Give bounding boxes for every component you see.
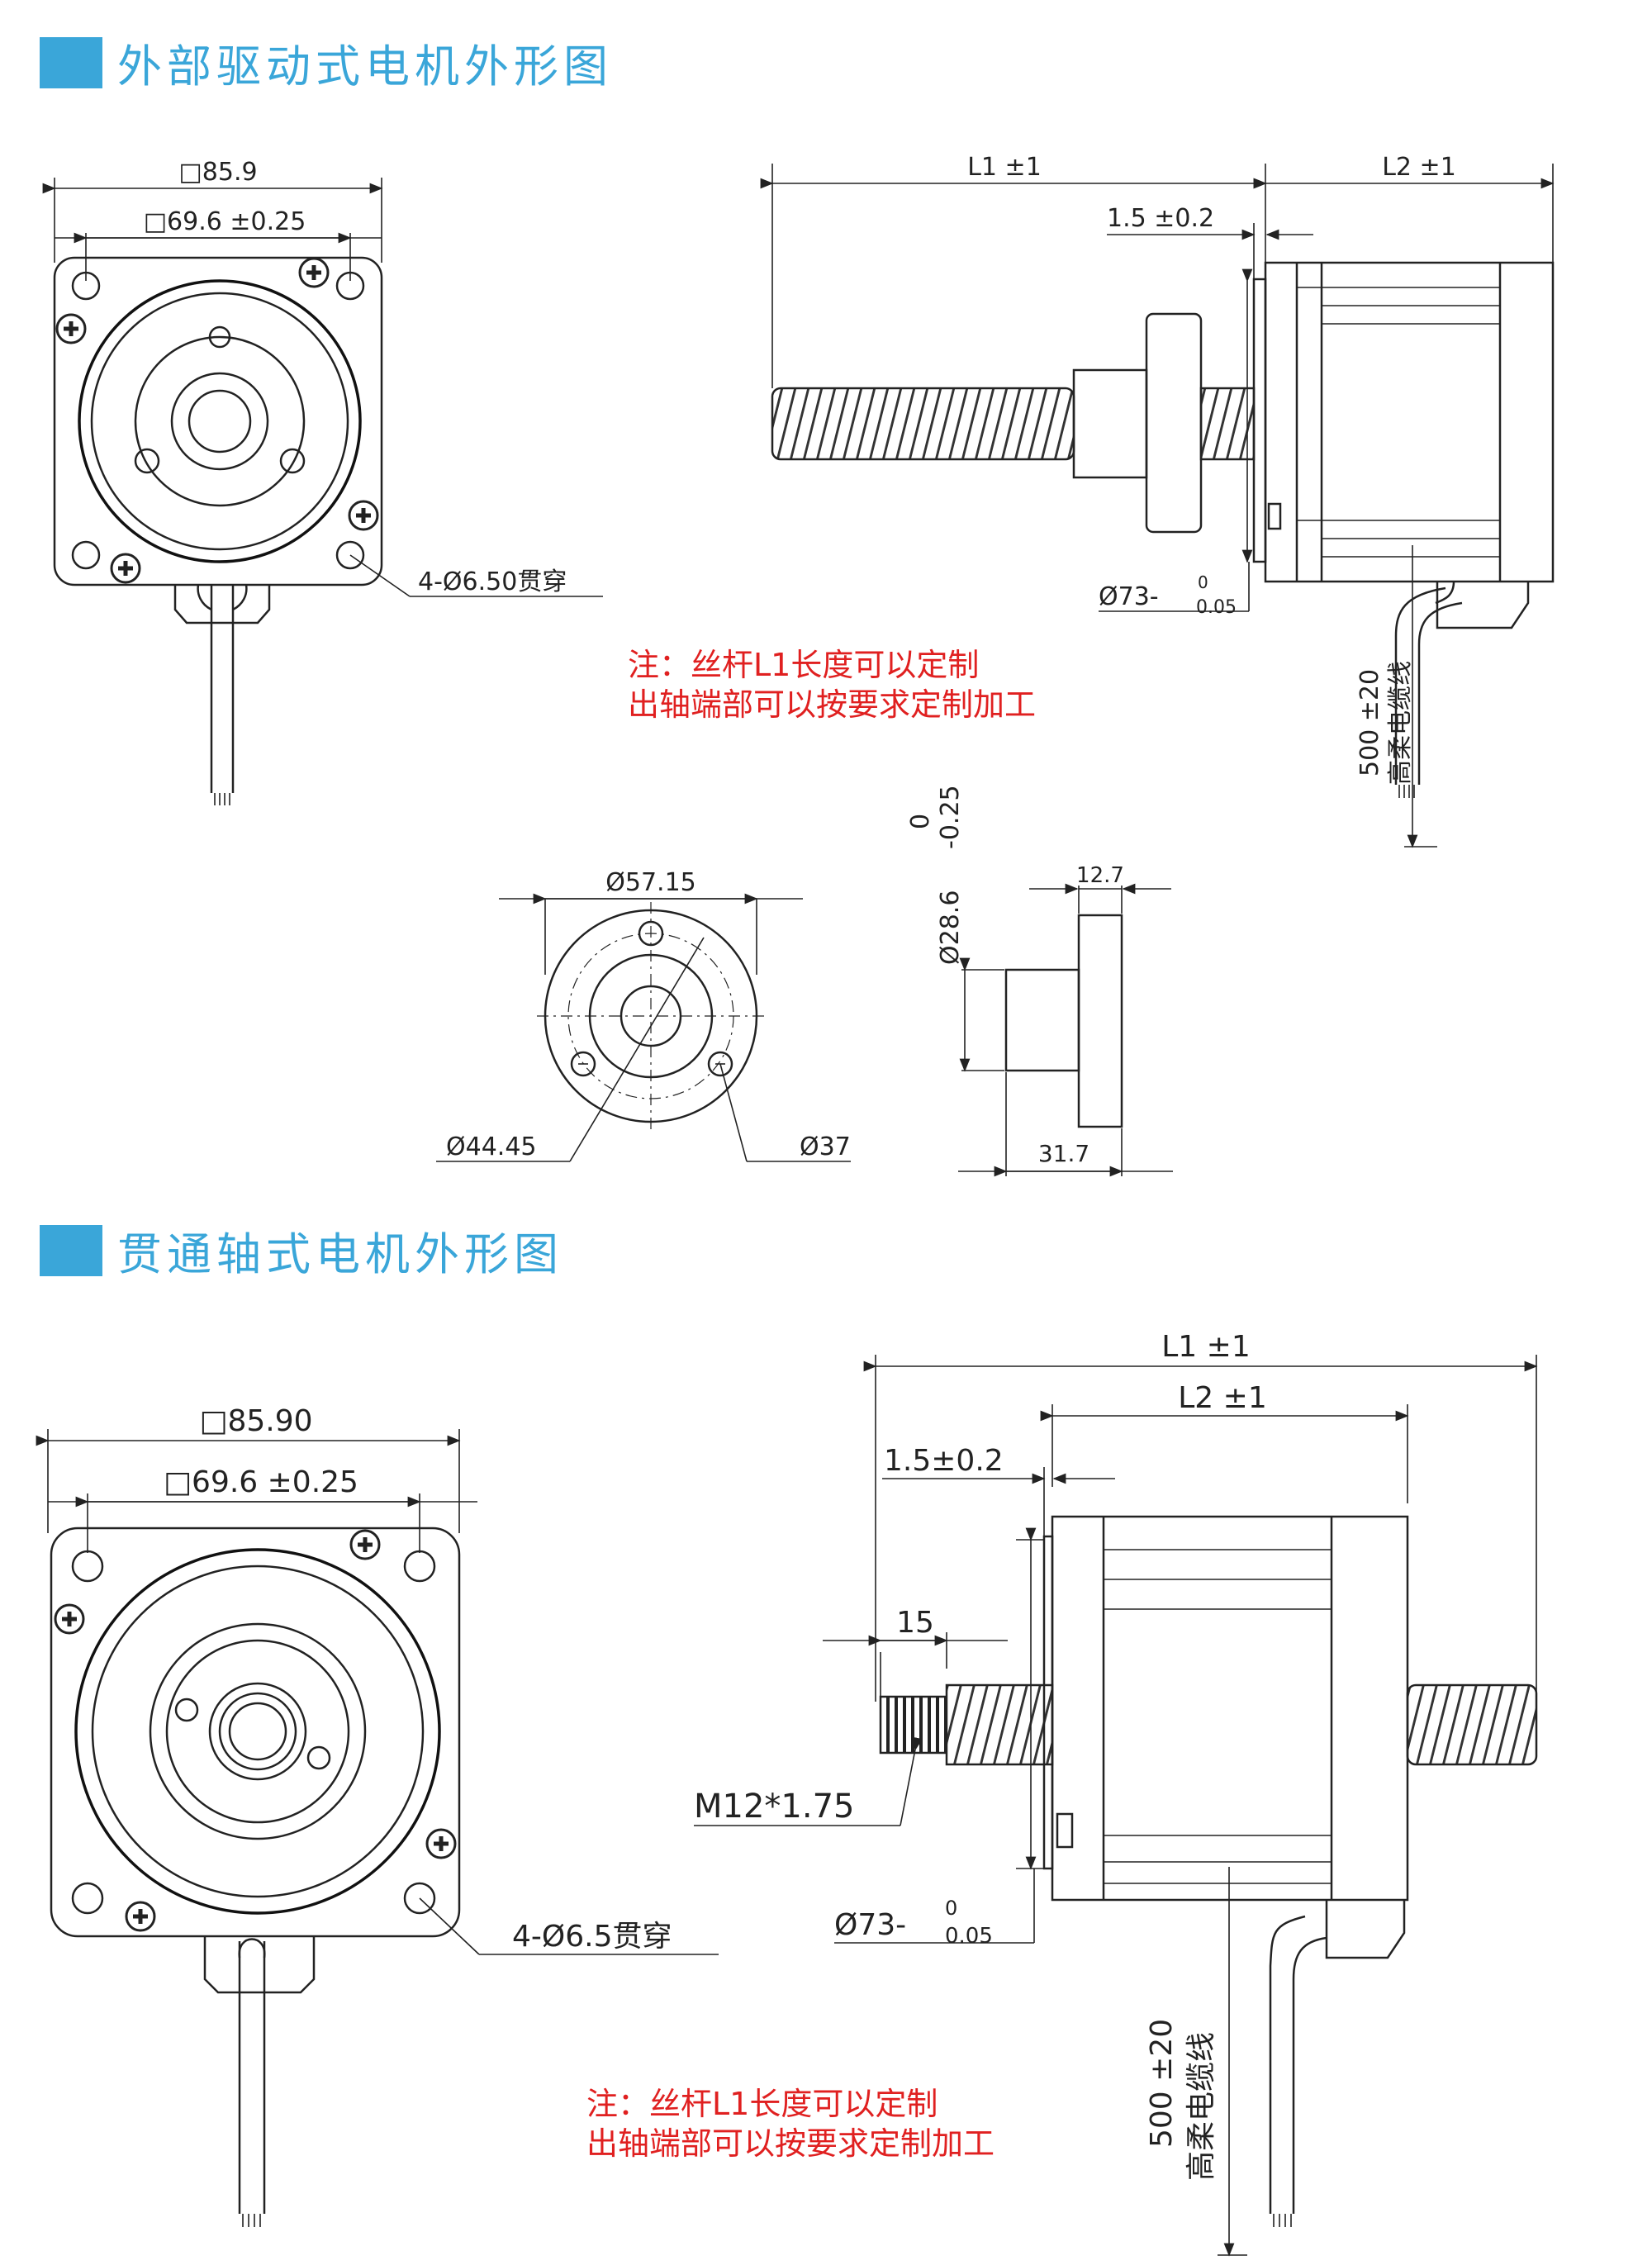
s1-pilot-tol-lower: 0.05 bbox=[1196, 597, 1237, 618]
s2-front-view: □85.90 □69.6 ±0.25 4-Ø6.5贯穿 bbox=[36, 1404, 719, 2227]
screw-icon bbox=[57, 315, 85, 343]
s1-motor-body bbox=[53, 256, 383, 586]
s2-thread-spec: M12*1.75 bbox=[694, 1788, 854, 1826]
s1-cable-desc: 高柔电缆线 bbox=[1386, 661, 1415, 785]
s2-lead-screw-front bbox=[945, 1683, 1054, 1766]
s1-nut-side-view: Ø28.6 0 -0.25 12.7 31.7 bbox=[906, 785, 1173, 1177]
s1-gap-dim: 1.5 ±0.2 bbox=[1107, 204, 1214, 233]
screw-icon bbox=[126, 1902, 154, 1930]
section1-title: 外部驱动式电机外形图 bbox=[117, 40, 613, 93]
s1-mount-hole bbox=[71, 271, 101, 301]
s1-front-view: □85.9 □69.6 ±0.25 4-Ø6.50 bbox=[42, 158, 603, 805]
s2-motor-body bbox=[50, 1527, 461, 1938]
s2-mount-hole bbox=[71, 1882, 104, 1915]
s2-l2-dim: L2 ±1 bbox=[1178, 1381, 1266, 1415]
s1-l2-dim: L2 ±1 bbox=[1382, 153, 1456, 182]
s1-mount-hole bbox=[335, 271, 365, 301]
section2-title: 贯通轴式电机外形图 bbox=[117, 1228, 563, 1280]
s1-hole-pitch-dim: □69.6 ±0.25 bbox=[144, 207, 306, 236]
s2-gap-dim: 1.5±0.2 bbox=[884, 1444, 1004, 1478]
nut-pcd-dia: Ø44.45 bbox=[446, 1132, 537, 1161]
s1-pilot-tol-upper: 0 bbox=[1198, 572, 1208, 592]
s2-pilot-tol-lower: 0.05 bbox=[945, 1924, 993, 1949]
nut-side-body bbox=[1004, 968, 1080, 1072]
s2-pilot-tol-upper: 0 bbox=[945, 1897, 957, 1920]
s2-mount-hole bbox=[403, 1882, 436, 1915]
section2-marker bbox=[40, 1224, 102, 1276]
s1-motor-side bbox=[1264, 261, 1555, 583]
s2-hole-pitch-dim: □69.6 ±0.25 bbox=[164, 1465, 358, 1499]
s2-outer-dim: □85.90 bbox=[199, 1404, 312, 1438]
s1-side-view: L1 ±1 L2 ±1 1.5 ±0.2 Ø73- 0 0.05 bbox=[760, 153, 1555, 848]
s2-thread-end bbox=[879, 1695, 948, 1755]
nut-side-tol-lower: -0.25 bbox=[936, 785, 965, 849]
s1-lead-screw bbox=[771, 387, 1075, 461]
nut-inner-dia: Ø37 bbox=[800, 1132, 851, 1161]
screw-icon bbox=[351, 1531, 379, 1559]
s1-holes-note: 4-Ø6.50贯穿 bbox=[418, 567, 567, 596]
s1-l1-dim: L1 ±1 bbox=[967, 153, 1042, 182]
s2-holes-note: 4-Ø6.5贯穿 bbox=[512, 1920, 672, 1954]
section1-marker bbox=[40, 36, 102, 88]
s2-cable-len: 500 ±20 bbox=[1145, 2019, 1179, 2148]
s1-mount-hole bbox=[335, 540, 365, 570]
screw-icon bbox=[55, 1605, 83, 1633]
s2-lead-screw-rear bbox=[1406, 1683, 1538, 1766]
s1-cable-len: 500 ±20 bbox=[1355, 669, 1384, 776]
s1-mount-hole bbox=[71, 540, 101, 570]
s2-side-view: L1 ±1 L2 ±1 1.5±0.2 15 M12*1.75 bbox=[694, 1330, 1538, 2257]
s1-note-line2: 出轴端部可以按要求定制加工 bbox=[628, 686, 1036, 723]
screw-icon bbox=[349, 501, 377, 529]
s1-nut-body bbox=[1072, 368, 1148, 479]
s1-outer-dim: □85.9 bbox=[178, 158, 257, 187]
screw-icon bbox=[427, 1830, 455, 1858]
s2-motor-side bbox=[1051, 1515, 1409, 1902]
s1-nut-flange bbox=[1145, 312, 1203, 534]
s2-thread-len: 15 bbox=[896, 1606, 934, 1640]
screw-icon bbox=[112, 554, 140, 582]
s2-mount-hole bbox=[403, 1550, 436, 1583]
nut-side-dia: Ø28.6 bbox=[936, 890, 965, 965]
s2-note-line1: 注：丝杆L1长度可以定制 bbox=[586, 2086, 938, 2122]
section2-header: 贯通轴式电机外形图 bbox=[40, 1218, 563, 1283]
section1-header: 外部驱动式电机外形图 bbox=[40, 30, 613, 95]
nut-side-flange bbox=[1077, 914, 1123, 1128]
s2-mount-hole bbox=[71, 1550, 104, 1583]
nut-side-length: 31.7 bbox=[1038, 1140, 1089, 1167]
nut-side-flange-w: 12.7 bbox=[1076, 863, 1124, 888]
nut-outer-dia: Ø57.15 bbox=[605, 868, 696, 897]
nut-side-tol-upper: 0 bbox=[906, 814, 935, 829]
screw-icon bbox=[300, 259, 328, 287]
s2-l1-dim: L1 ±1 bbox=[1161, 1330, 1250, 1364]
s1-pilot-dim: Ø73- bbox=[1099, 582, 1159, 611]
s2-note-line2: 出轴端部可以按要求定制加工 bbox=[586, 2125, 995, 2162]
s1-nut-front-view: Ø57.15 Ø44.45 Ø37 bbox=[436, 868, 851, 1162]
s2-pilot-dim: Ø73- bbox=[834, 1908, 906, 1942]
s2-cable-desc: 高柔电缆线 bbox=[1184, 2032, 1218, 2181]
s1-note-line1: 注：丝杆L1长度可以定制 bbox=[628, 647, 979, 683]
